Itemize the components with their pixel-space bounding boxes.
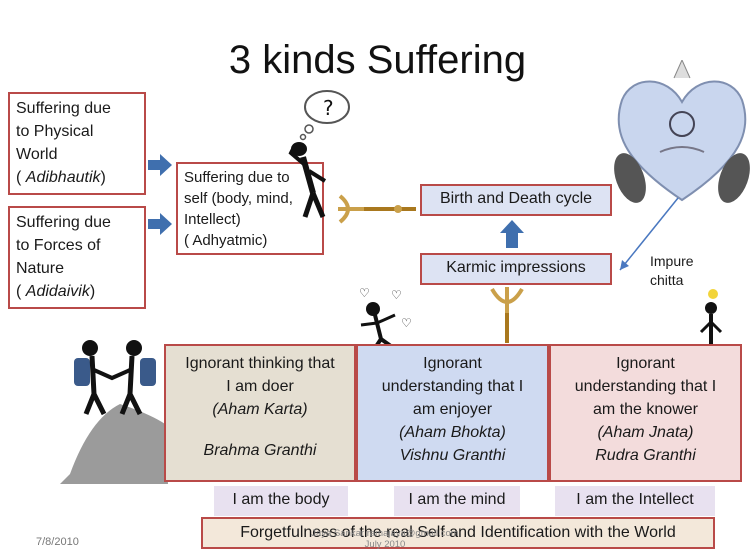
footer-date: 7/8/2010 xyxy=(36,536,79,548)
tag-close: ) xyxy=(89,283,96,300)
enjoyer-line: understanding that I xyxy=(381,378,524,395)
credit-line: July 2010 xyxy=(364,539,406,550)
chitta-line: chitta xyxy=(650,272,684,288)
birth-death-cycle-box: Birth and Death cycle xyxy=(420,184,612,216)
heart-chitta-icon xyxy=(614,60,750,203)
impure-line: Impure xyxy=(650,253,694,269)
aham-bhokta-label: (Aham Bhokta) xyxy=(399,424,506,441)
brahma-granthi-label: Brahma Granthi xyxy=(203,442,317,459)
doer-line: Ignorant thinking that xyxy=(185,355,335,372)
svg-text:♡: ♡ xyxy=(359,286,370,300)
physical-world-box: Suffering due to Physical World ( Adibha… xyxy=(8,92,146,195)
tag-open: ( xyxy=(16,169,26,186)
box-line: World xyxy=(16,146,58,163)
tag-close: ) xyxy=(100,169,106,186)
mind-identity-label: I am the mind xyxy=(394,486,520,516)
knower-line: understanding that I xyxy=(574,378,717,395)
right-arrow-icon xyxy=(148,213,172,235)
forces-of-nature-box: Suffering due to Forces of Nature ( Adid… xyxy=(8,206,146,309)
thinking-figure-icon: ? xyxy=(288,90,350,218)
svg-text:?: ? xyxy=(323,96,334,120)
adidaivik-label: Adidaivik xyxy=(25,283,90,300)
footer-credit: Jaya Sankar ramajaya@gmail.com July 2010 xyxy=(270,528,500,550)
spacer xyxy=(166,421,354,439)
box-line: Suffering due xyxy=(16,100,111,117)
trident-icon xyxy=(490,287,524,343)
impure-chitta-label: Impure chitta xyxy=(650,252,694,290)
page-title: 3 kinds Suffering xyxy=(228,38,527,82)
enjoyer-line: Ignorant xyxy=(423,355,482,372)
forgetfulness-bar: Forgetfulness of the real Self and Ident… xyxy=(201,517,715,549)
self-suffering-box: Suffering due to self (body, mind, Intel… xyxy=(176,162,324,255)
box-line: self (body, mind, xyxy=(184,190,293,207)
box-line: Suffering due xyxy=(16,214,111,231)
vishnu-granthi-label: Vishnu Granthi xyxy=(399,447,506,464)
doer-line: I am doer xyxy=(226,378,294,395)
box-line: Intellect) xyxy=(184,211,241,228)
vishnu-granthi-box: Ignorant understanding that I am enjoyer… xyxy=(356,344,549,482)
right-arrow-icon xyxy=(148,154,172,176)
trident-icon xyxy=(338,194,416,224)
dancing-figure-icon: ♡ ♡ ♡ xyxy=(359,286,412,359)
box-line: to Physical xyxy=(16,123,94,140)
enjoyer-line: am enjoyer xyxy=(412,401,493,418)
up-arrow-icon xyxy=(500,220,524,248)
body-identity-label: I am the body xyxy=(214,486,348,516)
brahma-granthi-box: Ignorant thinking that I am doer (Aham K… xyxy=(164,344,356,482)
hikers-illustration-icon xyxy=(60,340,168,484)
knower-line: am the knower xyxy=(593,401,698,418)
svg-text:♡: ♡ xyxy=(401,316,412,330)
box-line: Suffering due to xyxy=(184,169,290,186)
box-line: Nature xyxy=(16,260,65,277)
credit-line: Jaya Sankar ramajaya@gmail.com xyxy=(311,528,459,539)
intellect-identity-label: I am the Intellect xyxy=(555,486,715,516)
knower-line: Ignorant xyxy=(616,355,675,372)
rudra-granthi-label: Rudra Granthi xyxy=(595,447,696,464)
box-line: ( Adhyatmic) xyxy=(184,232,268,249)
aham-karta-label: (Aham Karta) xyxy=(212,401,308,418)
karmic-impressions-box: Karmic impressions xyxy=(420,253,612,285)
adibhautik-label: Adibhautik xyxy=(25,169,101,186)
svg-text:♡: ♡ xyxy=(391,288,402,302)
rudra-granthi-box: Ignorant understanding that I am the kno… xyxy=(549,344,742,482)
aham-jnata-label: (Aham Jnata) xyxy=(597,424,694,441)
tag-open: ( xyxy=(16,283,26,300)
box-tag-line: ( Adibhautik) xyxy=(16,166,138,189)
box-line: to Forces of xyxy=(16,237,101,254)
chitta-pointer-arrow xyxy=(619,197,679,271)
box-tag-line: ( Adidaivik) xyxy=(16,280,138,303)
